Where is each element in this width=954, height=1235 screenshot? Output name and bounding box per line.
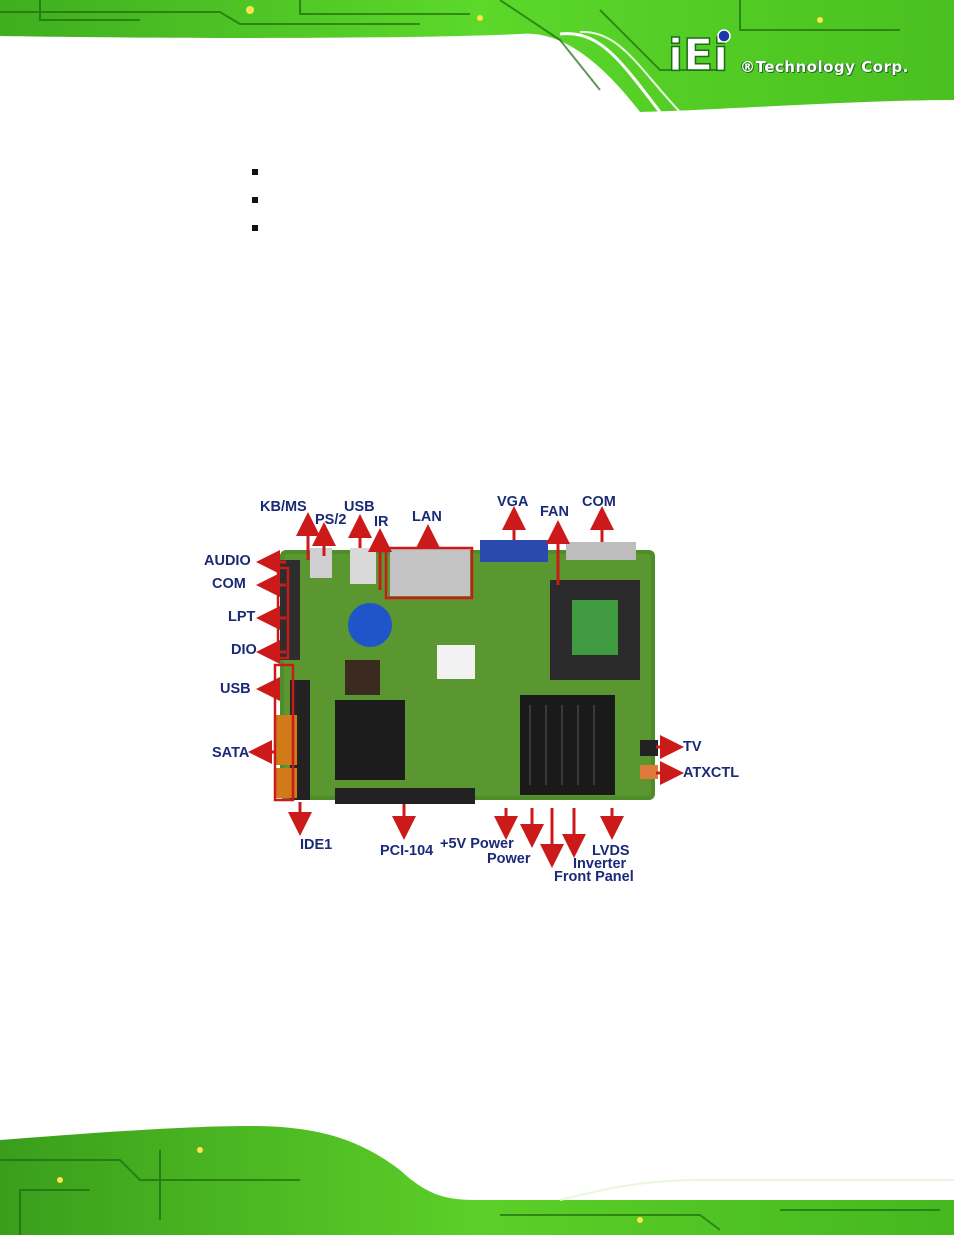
label-usb-top: USB [344, 499, 375, 515]
bullet-list [252, 158, 258, 242]
label-audio: AUDIO [204, 553, 251, 569]
label-front-panel: Front Panel [554, 869, 634, 885]
label-pci104: PCI-104 [380, 843, 434, 859]
bullet-icon [252, 197, 258, 203]
label-kbms: KB/MS [260, 499, 307, 515]
label-lpt: LPT [228, 609, 256, 625]
brand-tagline: ®Technology Corp. [740, 58, 909, 76]
label-ir: IR [374, 514, 389, 530]
list-item [252, 214, 258, 242]
label-atxctl: ATXCTL [683, 765, 740, 781]
label-usb-left: USB [220, 681, 251, 697]
label-sata: SATA [212, 745, 250, 761]
header-banner: iEi [0, 0, 954, 115]
bullet-icon [252, 169, 258, 175]
board-connector-figure: KB/MS PS/2 USB IR LAN VGA FAN COM AUDIO … [190, 490, 770, 890]
label-fan: FAN [540, 504, 569, 520]
label-plus5v-power: +5V Power [440, 836, 514, 852]
label-com-left: COM [212, 576, 246, 592]
motherboard-photo-icon [248, 506, 684, 868]
label-power: Power [487, 851, 531, 867]
svg-text:iEi: iEi [668, 30, 728, 81]
label-ide1: IDE1 [300, 837, 333, 853]
list-item [252, 158, 258, 186]
label-vga: VGA [497, 494, 529, 510]
label-dio: DIO [231, 642, 257, 658]
label-com-top: COM [582, 494, 616, 510]
label-lan: LAN [412, 509, 442, 525]
footer-banner [0, 1120, 954, 1235]
label-inverter: Inverter [573, 856, 627, 872]
bullet-icon [252, 225, 258, 231]
label-tv: TV [683, 739, 702, 755]
label-ps2: PS/2 [315, 512, 347, 528]
label-lvds: LVDS [592, 843, 630, 859]
list-item [252, 186, 258, 214]
